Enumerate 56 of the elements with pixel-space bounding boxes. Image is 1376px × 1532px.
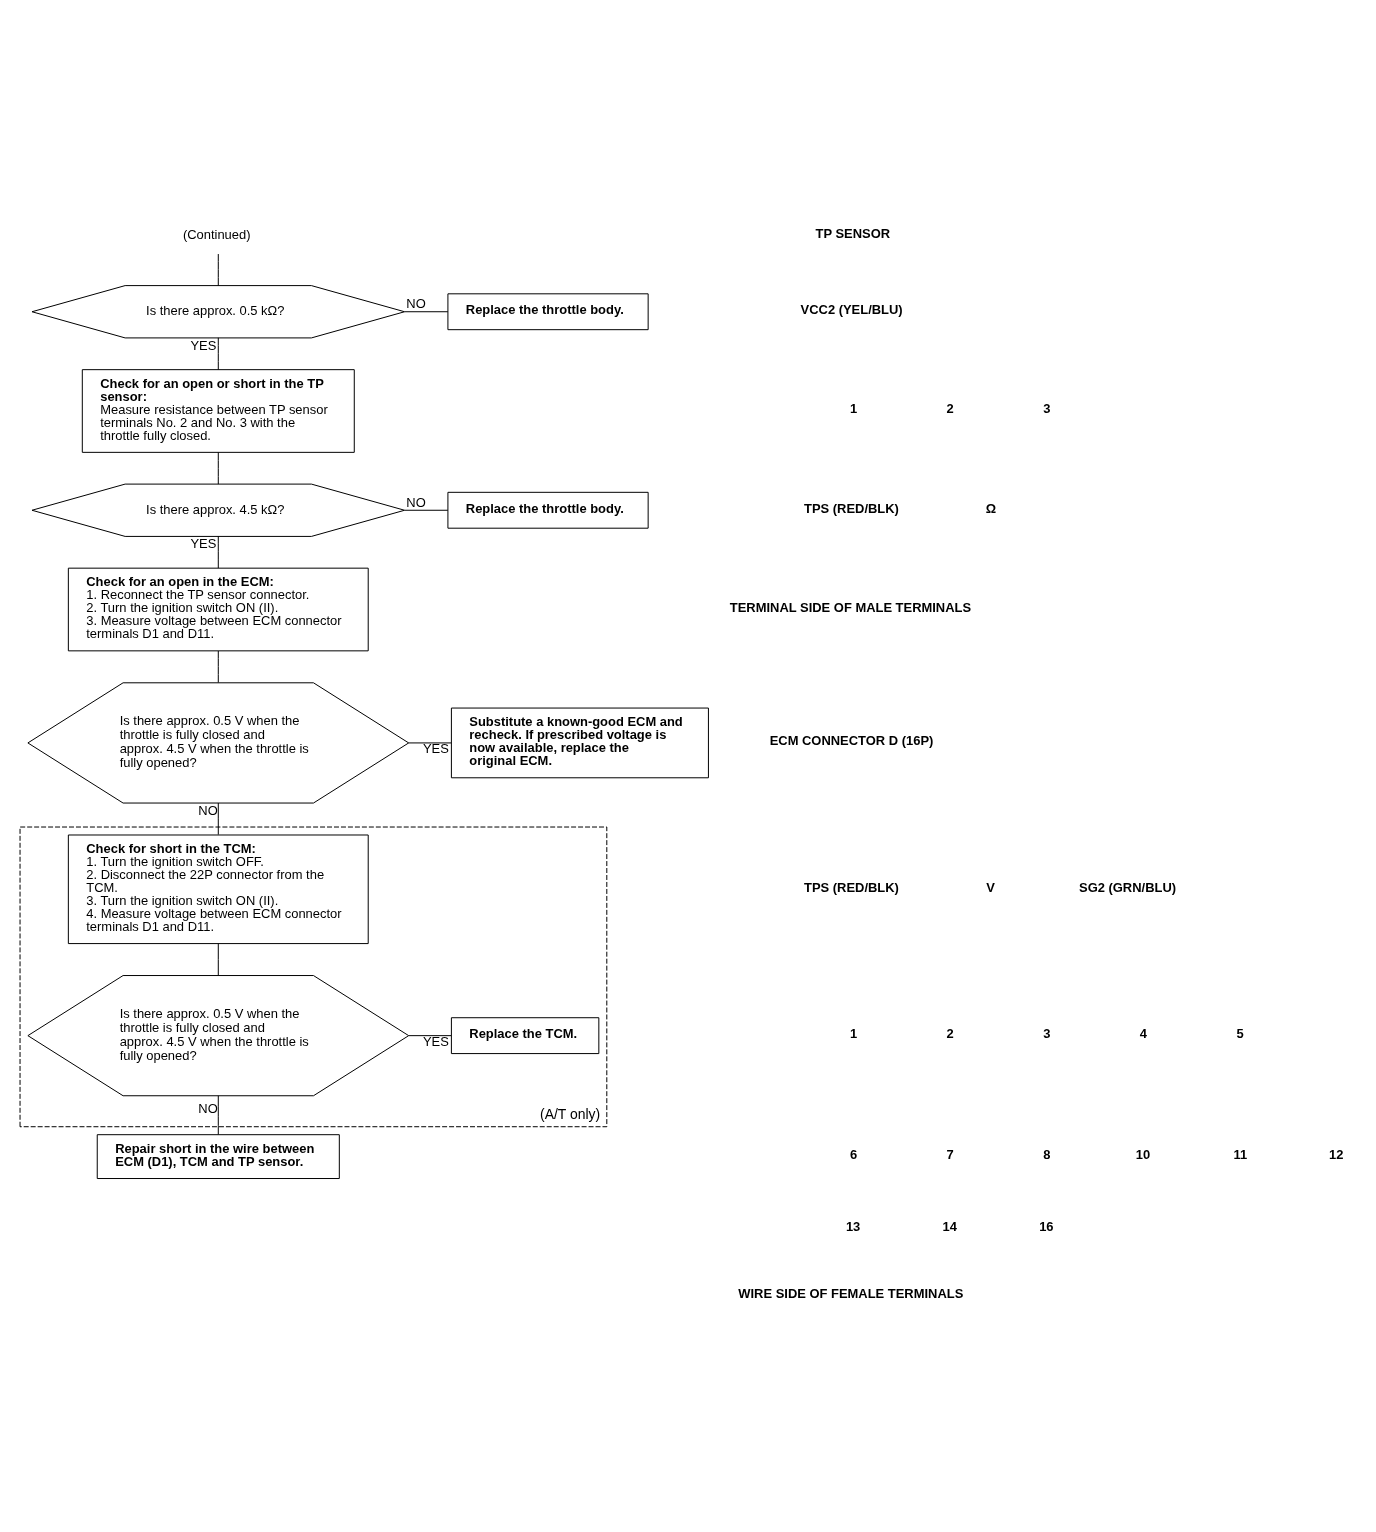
connector bbox=[217, 802, 219, 836]
node-box: Check for an open in the ECM: 1. Reconnect the TP sensor connector. 2. Turn the ignition switch ON (II). 3. Measure voltage between ECM connector terminals D1 and D11. bbox=[67, 567, 369, 652]
edge-label: YES bbox=[190, 337, 217, 353]
connector bbox=[217, 943, 219, 976]
edge-label: NO bbox=[406, 296, 426, 312]
label: 3 bbox=[1043, 1026, 1051, 1042]
label: 13 bbox=[845, 1218, 861, 1234]
node-text: (Continued) bbox=[182, 227, 251, 243]
node-box: Substitute a known-good ECM and recheck. If prescribed voltage is now available, replace the original ECM. bbox=[450, 707, 709, 779]
edge-label: YES bbox=[190, 536, 217, 552]
connector bbox=[408, 1035, 452, 1037]
label: SG2 (GRN/BLU) bbox=[1079, 879, 1177, 895]
node-box: Replace the TCM. bbox=[450, 1017, 600, 1055]
label: TP SENSOR bbox=[815, 226, 891, 242]
node-box: Replace the throttle body. bbox=[447, 491, 649, 529]
label: 5 bbox=[1236, 1026, 1244, 1042]
connector bbox=[408, 742, 452, 744]
connector bbox=[217, 253, 219, 287]
label: WIRE SIDE OF FEMALE TERMINALS bbox=[738, 1286, 964, 1302]
edge-label: NO bbox=[198, 803, 218, 819]
connector bbox=[404, 509, 449, 511]
label: 11 bbox=[1233, 1147, 1248, 1162]
node-box: Check for short in the TCM: 1. Turn the ignition switch OFF. 2. Disconnect the 22P connector from the TCM. 3. Turn the ignition switch ON (II). 4. Measure voltage between ECM connector terminals D1 and D11. bbox=[67, 834, 369, 945]
edge-label: YES bbox=[423, 1034, 449, 1050]
label: 8 bbox=[1043, 1147, 1051, 1162]
edge-label: NO bbox=[406, 494, 426, 510]
label: 14 bbox=[942, 1218, 957, 1234]
edge-label: YES bbox=[422, 741, 449, 757]
connector bbox=[404, 311, 449, 313]
label: 10 bbox=[1135, 1147, 1151, 1162]
label: 16 bbox=[1039, 1218, 1054, 1234]
label: 3 bbox=[1043, 401, 1051, 417]
label: V bbox=[986, 879, 996, 895]
label: 6 bbox=[849, 1147, 858, 1162]
connector bbox=[217, 1095, 219, 1135]
connector bbox=[217, 451, 219, 485]
label: 1 bbox=[849, 401, 858, 417]
node-box: Check for an open or short in the TP sensor: Measure resistance between TP sensor terminals No. 2 and No. 3 with the throttle fully closed. bbox=[81, 369, 355, 453]
label: 7 bbox=[946, 1147, 954, 1162]
label: Ω bbox=[985, 500, 997, 516]
connector bbox=[217, 337, 219, 371]
label: ECM CONNECTOR D (16P) bbox=[769, 733, 934, 749]
connector bbox=[217, 650, 219, 683]
label: 12 bbox=[1329, 1147, 1344, 1162]
label: VCC2 (YEL/BLU) bbox=[800, 302, 903, 318]
node-box: Repair short in the wire between ECM (D1), TCM and TP sensor. bbox=[96, 1134, 340, 1180]
node-box: Replace the throttle body. bbox=[447, 293, 649, 331]
edge-label: NO bbox=[198, 1100, 218, 1116]
label: 1 bbox=[849, 1026, 858, 1042]
label: 2 bbox=[946, 1026, 954, 1042]
connector bbox=[217, 535, 219, 569]
label: TPS (RED/BLK) bbox=[804, 500, 899, 516]
label: 4 bbox=[1139, 1026, 1147, 1042]
label: TPS (RED/BLK) bbox=[804, 879, 899, 895]
label: TERMINAL SIDE OF MALE TERMINALS bbox=[729, 599, 972, 615]
label: 2 bbox=[946, 401, 954, 417]
